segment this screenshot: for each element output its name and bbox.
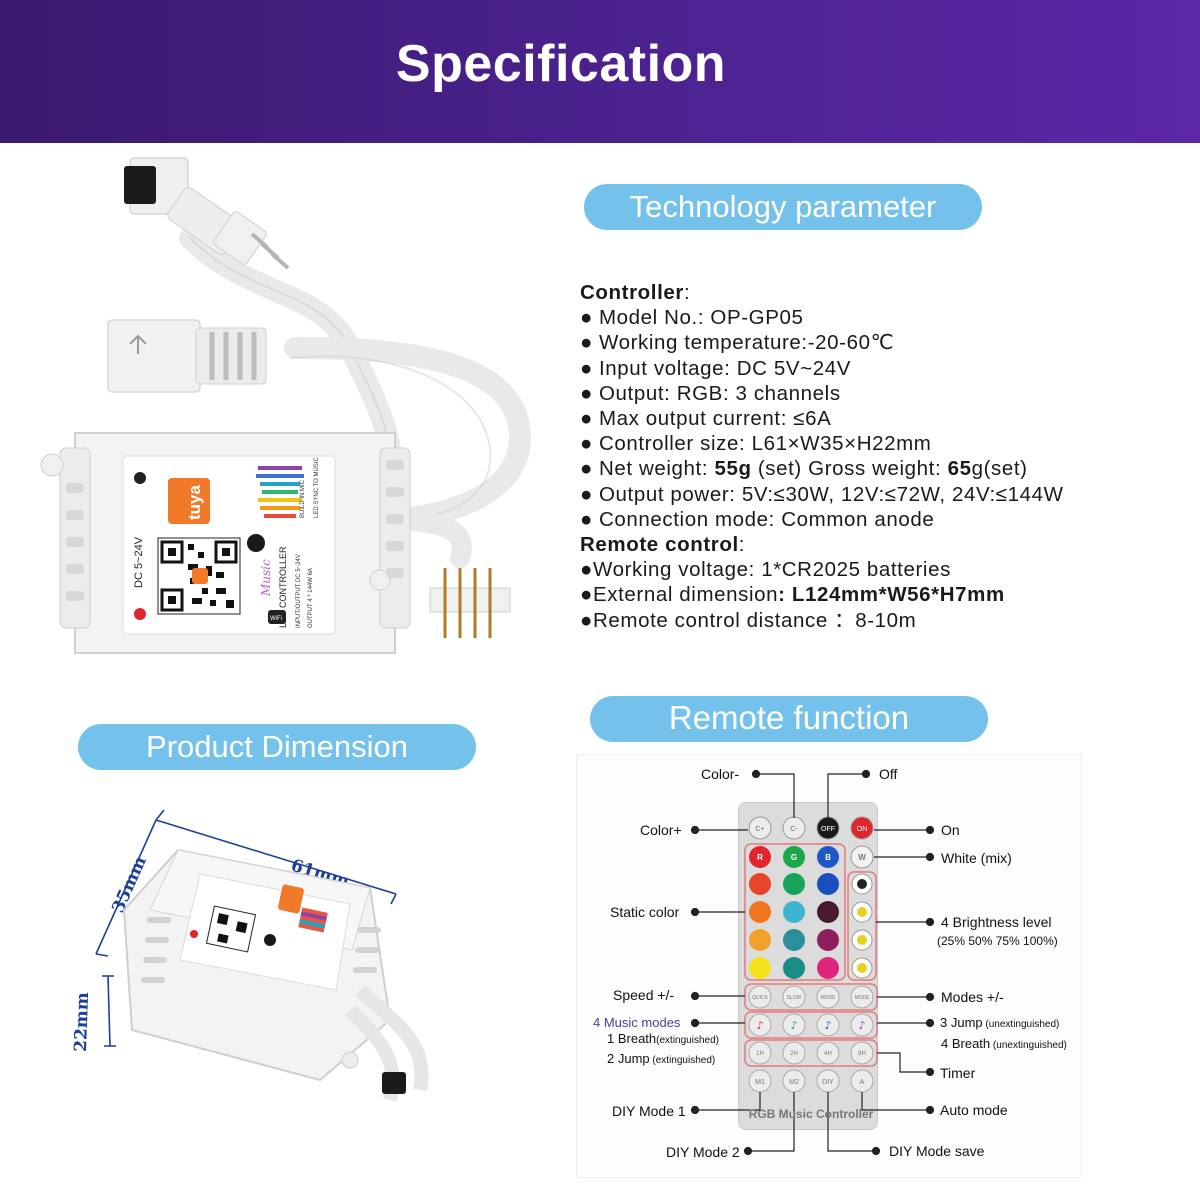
controller-colon: : <box>683 281 691 304</box>
remote-control-heading: Remote control <box>580 533 739 557</box>
button-off-text: OFF <box>821 826 835 833</box>
label-breath: 1 Breath(extinguished) <box>607 1031 719 1046</box>
param-row: ●Net weight: 55g (set) Gross weight: 65g… <box>580 457 1028 481</box>
label-on: On <box>941 822 960 838</box>
dimension-height-text: 22mm <box>71 992 93 1052</box>
button-c-minus-text: C- <box>790 826 798 833</box>
remote-buttons-layer: C+ C- OFF ON R G B W QUICK <box>690 769 935 1156</box>
device-controller-text: LED CONTROLLER <box>278 546 288 628</box>
svg-text:♪: ♪ <box>858 1019 865 1032</box>
remote-controller-name: RGB Music Controller <box>748 1107 874 1121</box>
page-title: Specification <box>395 35 727 93</box>
timer-1-text: 1H <box>756 1051 764 1057</box>
button-mode-minus-text: MODE <box>855 995 871 1001</box>
remote-control-colon: : <box>738 533 746 557</box>
remote-function-pill: Remote function <box>590 696 988 742</box>
button-on-text: ON <box>857 826 868 833</box>
qr-code-image <box>157 537 241 615</box>
label-color-minus: Color- <box>701 766 740 782</box>
label-diy-mode-2: DIY Mode 2 <box>666 1144 740 1160</box>
param-row: ●Working temperature:-20-60℃ <box>580 331 895 355</box>
button-g-text: G <box>791 853 797 862</box>
button-r-text: R <box>757 853 763 862</box>
label-auto-mode: Auto mode <box>940 1102 1008 1118</box>
parameter-list: Controller: ●Model No.: OP-GP05 ●Working… <box>580 280 1190 633</box>
param-row: ●External dimension: L124mm*W56*H7mm <box>580 583 1005 607</box>
music-wave-logo <box>256 466 304 518</box>
label-modes: Modes +/- <box>941 989 1004 1005</box>
pin-header-image <box>429 568 511 638</box>
label-jump-unextinguished: 3 Jump (unextinguished) <box>940 1015 1060 1030</box>
param-row: ●Working voltage: 1*CR2025 batteries <box>580 558 951 582</box>
button-quick-text: QUICK <box>752 995 769 1001</box>
timer-4-text: 8H <box>858 1051 866 1057</box>
dimension-product-image: 61mm 35mm 22mm <box>71 809 429 1102</box>
tuya-logo-text: tuya <box>185 485 204 521</box>
svg-text:♪: ♪ <box>790 1019 797 1032</box>
timer-2-text: 2H <box>790 1051 798 1057</box>
label-white-mix: White (mix) <box>941 850 1012 866</box>
label-jump: 2 Jump (extinguished) <box>607 1051 716 1066</box>
param-row: ●Output power: 5V:≤30W, 12V:≤72W, 24V:≤1… <box>580 482 1064 506</box>
device-sync-text: LED SYNC TO MUSIC <box>314 457 320 518</box>
button-slow-text: SLOW <box>787 995 802 1001</box>
label-music-modes: 4 Music modes <box>593 1015 681 1030</box>
param-row: ●Remote control distance ：8-10m <box>580 608 917 632</box>
button-m2-text: M2 <box>789 1079 799 1086</box>
label-off: Off <box>879 766 898 782</box>
label-breath-unextinguished: 4 Breath (unextinguished) <box>941 1036 1067 1051</box>
button-b-text: B <box>825 853 831 862</box>
button-w-text: W <box>858 853 866 862</box>
technology-parameter-pill: Technology parameter <box>584 184 982 230</box>
label-timer: Timer <box>940 1065 976 1081</box>
device-build-in-text: BUILD IN MIC <box>300 479 306 518</box>
header-banner: Specification <box>0 0 1200 143</box>
label-diy-mode-1: DIY Mode 1 <box>612 1103 686 1119</box>
param-row: ●Controller size: L61×W35×H22mm <box>580 432 932 456</box>
button-c-plus-text: C+ <box>755 826 764 833</box>
label-static-color: Static color <box>610 904 680 920</box>
label-brightness-percentages: (25% 50% 75% 100%) <box>937 934 1058 948</box>
button-diy-text: DIY <box>822 1079 834 1086</box>
middle-connector <box>107 319 267 393</box>
controller-heading: Controller <box>580 281 684 304</box>
device-music-text: Music <box>259 559 273 597</box>
product-dimension-heading: Product Dimension <box>146 729 408 764</box>
label-color-plus: Color+ <box>640 822 682 838</box>
svg-text:♪: ♪ <box>756 1019 763 1032</box>
button-m1-text: M1 <box>755 1079 765 1086</box>
remote-function-heading: Remote function <box>668 699 910 736</box>
technology-parameter-heading: Technology parameter <box>629 189 937 224</box>
device-output-text: OUTPUT 4 * 144W 6A <box>308 568 314 628</box>
product-dimension-pill: Product Dimension <box>78 724 476 770</box>
controller-product-image: tuya DC 5~24V LED CONTROLLER Music IN <box>20 148 565 708</box>
label-diy-mode-save: DIY Mode save <box>889 1143 985 1159</box>
param-row: ●Connection mode: Common anode <box>580 507 935 531</box>
label-speed: Speed +/- <box>613 987 675 1003</box>
param-row: ●Input voltage: DC 5V~24V <box>580 356 852 380</box>
device-wifi-text: WiFi <box>270 616 282 622</box>
param-row: ●Max output current: ≤6A <box>580 407 832 431</box>
param-row: ●Output: RGB: 3 channels <box>580 381 841 405</box>
button-auto-text: A <box>860 1079 865 1086</box>
label-brightness-level: 4 Brightness level <box>941 914 1052 930</box>
svg-text:♪: ♪ <box>824 1019 831 1032</box>
device-voltage-text: DC 5~24V <box>133 536 145 588</box>
device-input-text: INPUT/OUTPUT DC 5~24V <box>296 554 302 628</box>
param-row: ●Model No.: OP-GP05 <box>580 306 804 330</box>
top-connector <box>124 157 290 270</box>
controller-box: tuya DC 5~24V LED CONTROLLER Music IN <box>40 432 411 654</box>
button-mode-plus-text: MODE <box>821 995 837 1001</box>
timer-3-text: 4H <box>824 1051 832 1057</box>
